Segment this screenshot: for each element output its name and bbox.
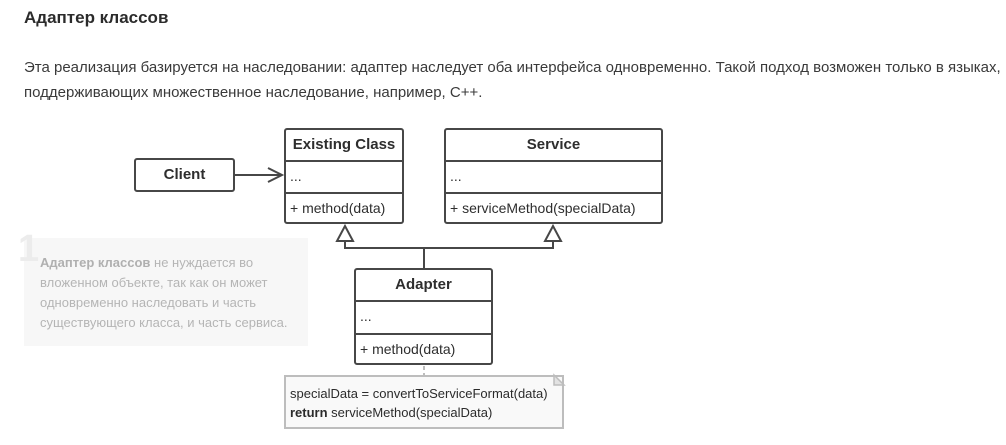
existing-class-method: + method(data)	[286, 192, 402, 222]
note-corner-fold	[553, 373, 566, 386]
sidenote-number: 1	[18, 228, 40, 270]
code-line-2: return serviceMethod(specialData)	[290, 403, 562, 422]
inheritance-line-existing	[344, 241, 425, 268]
code-line-2-rest: serviceMethod(specialData)	[327, 405, 493, 420]
adapter-class-method: + method(data)	[356, 333, 491, 363]
sidenote-text: Адаптер классов не нуждается во вложенно…	[40, 253, 300, 333]
service-class-method: + serviceMethod(specialData)	[446, 192, 661, 222]
adapter-class-name: Adapter	[395, 276, 452, 293]
inheritance-triangle-service	[543, 223, 563, 242]
inheritance-triangle-existing	[335, 223, 355, 242]
sidenote-bold: Адаптер классов	[40, 255, 151, 270]
existing-class-name: Existing Class	[292, 136, 396, 153]
association-arrowhead	[267, 167, 285, 183]
existing-class: Existing Class ... + method(data)	[284, 128, 404, 224]
service-class: Service ... + serviceMethod(specialData)	[444, 128, 663, 224]
sidenote-box	[24, 238, 308, 346]
service-class-name: Service	[526, 136, 581, 153]
section-heading: Адаптер классов	[24, 8, 169, 27]
client-class: Client	[134, 158, 235, 192]
code-line-1: specialData = convertToServiceFormat(dat…	[290, 386, 548, 401]
code-note: specialData = convertToServiceFormat(dat…	[284, 375, 564, 429]
inheritance-line-service	[424, 241, 554, 249]
service-class-fields: ...	[446, 160, 661, 192]
intro-paragraph: Эта реализация базируется на наследовани…	[24, 59, 1001, 101]
existing-class-fields: ...	[286, 160, 402, 192]
code-keyword-return: return	[290, 405, 328, 420]
adapter-class: Adapter ... + method(data)	[354, 268, 493, 365]
sidenote-body: не нуждается во вложенном объекте, так к…	[40, 255, 288, 330]
adapter-class-fields: ...	[356, 300, 491, 333]
client-class-name: Client	[163, 166, 206, 183]
